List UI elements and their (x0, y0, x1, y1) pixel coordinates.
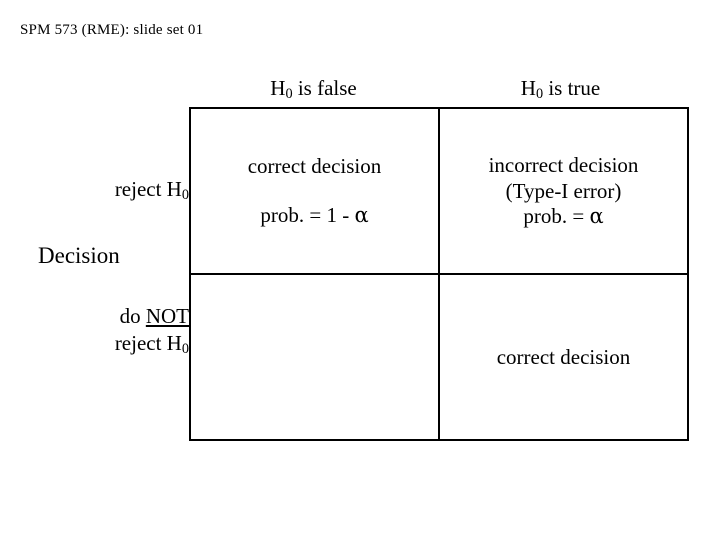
column-header-h0-false-suffix: is false (292, 76, 357, 100)
cell-reject-h0-h0-false[interactable]: correct decision prob. = 1 - α (189, 107, 440, 275)
cell-line-outcome: correct decision (247, 154, 382, 179)
row-axis-label-decision: Decision (38, 243, 120, 268)
row-header-reject-text: reject H (114, 331, 182, 356)
cell-content: correct decision prob. = 1 - α (191, 155, 438, 226)
page-title: SPM 573 (RME): slide set 01 (20, 22, 204, 38)
column-header-h0-true-text: H (520, 76, 536, 100)
cell-line-probability: prob. = 1 - α (191, 204, 438, 227)
row-header-reject-h0-subscript: 0 (181, 187, 189, 204)
table-row: correct decision prob. = 1 - α incorrect… (189, 107, 689, 275)
row-header-reject-h0: reject H0 (115, 176, 189, 205)
row-header-do-not-reject-h0: do NOT reject H0 (115, 303, 189, 359)
alpha-symbol: α (354, 203, 369, 227)
cell-line-empty (191, 357, 438, 358)
cell-line-outcome: incorrect decision (488, 152, 639, 177)
row-header-do-not-line: do NOT (115, 303, 189, 330)
cell-content: incorrect decision (Type-I error) prob. … (440, 154, 687, 228)
row-header-reject-h0-line: reject H0 (115, 330, 189, 359)
column-header-h0-true-suffix: is true (543, 76, 601, 100)
cell-reject-h0-h0-true[interactable]: incorrect decision (Type-I error) prob. … (438, 107, 689, 275)
row-header-do-text: do (119, 304, 146, 328)
cell-line-outcome: correct decision (496, 344, 631, 369)
cell-line-probability: prob. = α (440, 205, 687, 228)
row-header-reject-h0-text: reject H (114, 177, 182, 201)
decision-matrix-table: correct decision prob. = 1 - α incorrect… (189, 107, 689, 441)
row-header-not-text: NOT (145, 304, 189, 328)
cell-not-reject-h0-h0-false[interactable] (189, 273, 440, 441)
cell-probability-text: prob. = 1 - (260, 203, 355, 227)
column-header-h0-true-subscript: 0 (535, 86, 544, 103)
column-header-h0-false-text: H (270, 76, 286, 100)
cell-not-reject-h0-h0-true[interactable]: correct decision (438, 273, 689, 441)
row-header-reject-subscript: 0 (181, 341, 189, 358)
cell-content: correct decision (440, 344, 687, 369)
column-header-h0-false-subscript: 0 (285, 86, 293, 103)
column-header-h0-false: H0 is false (190, 76, 437, 103)
alpha-symbol: α (589, 204, 604, 229)
cell-line-error-type: (Type-I error) (505, 178, 622, 203)
cell-probability-text: prob. = (523, 204, 590, 229)
column-header-h0-true: H0 is true (437, 76, 684, 103)
table-row: correct decision (189, 273, 689, 441)
cell-content (191, 357, 438, 358)
